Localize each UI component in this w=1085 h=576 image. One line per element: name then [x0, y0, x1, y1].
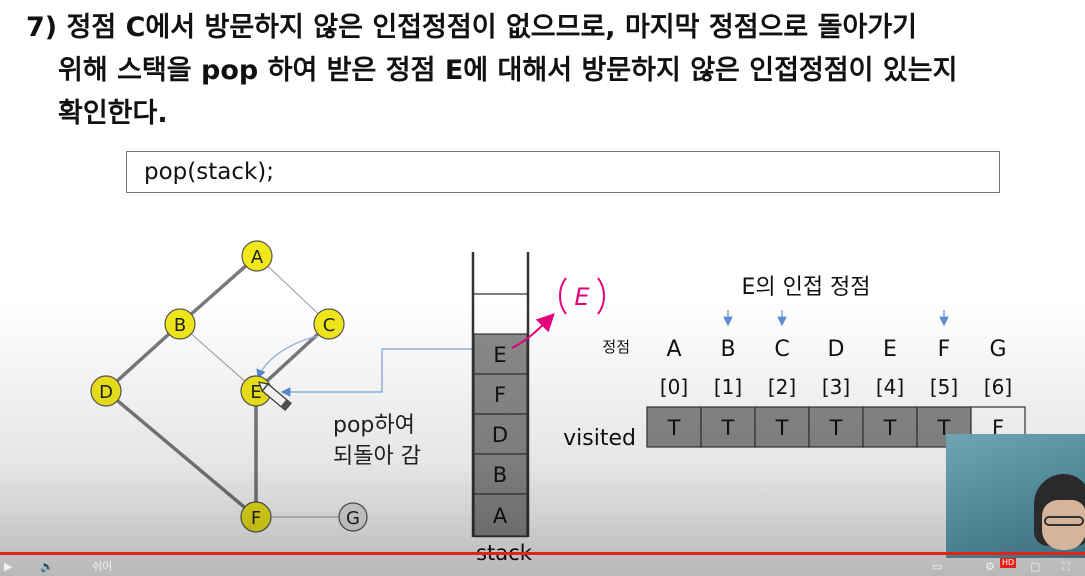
- svg-text:T: T: [775, 416, 789, 440]
- vertex-label: C: [774, 337, 789, 362]
- svg-text:C: C: [323, 315, 336, 336]
- stack-item-d: D: [473, 413, 528, 455]
- video-player-bar[interactable]: ▶ 🔈 쉬어 ▭ ⚙ HD ▢ ⛶: [0, 552, 1085, 576]
- edge-d-f: [104, 389, 258, 519]
- vertex-label: E: [883, 337, 897, 362]
- graph-node-a: A: [241, 240, 273, 272]
- index-label: [6]: [984, 375, 1012, 399]
- svg-text:A: A: [251, 247, 264, 268]
- index-label: [0]: [660, 375, 688, 399]
- vertex-label: D: [828, 337, 845, 362]
- svg-text:E: E: [574, 283, 590, 311]
- miniplayer-icon[interactable]: ▢: [1030, 560, 1041, 573]
- pop-annotation-line-1: pop하여: [333, 413, 415, 438]
- svg-text:D: D: [99, 382, 113, 403]
- stack-item-a: A: [473, 493, 528, 537]
- popped-arrow: [511, 313, 555, 349]
- popped-value: E: [559, 277, 605, 315]
- edge-b-d: [104, 322, 182, 393]
- edge-a-c: [256, 255, 330, 325]
- graph-nodes: A B C D E F G: [90, 240, 368, 533]
- vertex-labels: A B C D E F G: [666, 337, 1006, 362]
- subtitles-icon[interactable]: ▭: [932, 560, 943, 573]
- hd-badge: HD: [1000, 558, 1017, 568]
- player-controls: ▶ 🔈 쉬어 ▭ ⚙ HD ▢ ⛶: [0, 558, 1085, 576]
- svg-text:B: B: [174, 315, 186, 336]
- svg-text:B: B: [493, 463, 507, 487]
- svg-text:T: T: [829, 416, 843, 440]
- stack-item-e: E: [473, 333, 528, 375]
- svg-text:T: T: [667, 416, 681, 440]
- visited-row-label: visited: [563, 426, 636, 451]
- graph-node-d: D: [90, 375, 122, 407]
- edge-c-e: [254, 322, 331, 393]
- visited-cell: T: [646, 406, 702, 448]
- graph-edges: [104, 254, 353, 519]
- index-label: [4]: [876, 375, 904, 399]
- edge-b-e: [179, 323, 257, 392]
- step-line-1: 7) 정점 C에서 방문하지 않은 인접정점이 없으므로, 마지막 정점으로 돌…: [26, 12, 917, 43]
- play-icon[interactable]: ▶: [4, 560, 13, 573]
- settings-icon[interactable]: ⚙: [985, 560, 995, 573]
- svg-text:D: D: [492, 423, 508, 447]
- stack-item-b: B: [473, 453, 528, 495]
- edge-a-b: [178, 254, 259, 326]
- svg-text:F: F: [494, 383, 506, 407]
- pencil-pointer-icon: [258, 381, 292, 412]
- svg-text:T: T: [721, 416, 735, 440]
- visited-cell: T: [862, 406, 918, 448]
- time-display: 쉬어: [92, 560, 113, 573]
- pop-arrow: [280, 348, 474, 397]
- visited-cell: T: [754, 406, 810, 448]
- graph-node-f: F: [240, 501, 272, 533]
- stack-items: E F D B A: [473, 333, 528, 537]
- svg-text:E: E: [250, 382, 261, 403]
- backtrack-arc: [256, 335, 319, 380]
- presenter-glasses: [1044, 516, 1084, 526]
- code-box: pop(stack);: [126, 151, 1000, 193]
- vertex-header-label: 정점: [602, 338, 630, 356]
- svg-text:T: T: [883, 416, 897, 440]
- vertex-label: F: [938, 337, 951, 362]
- vertex-label: A: [666, 337, 681, 362]
- graph-node-g: G: [338, 502, 368, 532]
- adjacent-title: E의 인접 정점: [741, 275, 870, 300]
- step-line-3: 확인한다.: [58, 98, 168, 129]
- vertex-label: B: [720, 337, 735, 362]
- vertex-label: G: [989, 337, 1006, 362]
- visited-cell: T: [808, 406, 864, 448]
- graph-node-b: B: [164, 308, 196, 340]
- adjacent-arrows: [723, 310, 949, 327]
- svg-text:G: G: [346, 508, 360, 529]
- index-label: [1]: [714, 375, 742, 399]
- index-labels: [0] [1] [2] [3] [4] [5] [6]: [660, 375, 1012, 399]
- visited-cell: T: [700, 406, 756, 448]
- index-label: [2]: [768, 375, 796, 399]
- svg-text:F: F: [251, 508, 261, 529]
- webcam-overlay: [946, 434, 1085, 558]
- svg-text:E: E: [493, 343, 506, 367]
- index-label: [5]: [930, 375, 958, 399]
- svg-text:A: A: [493, 504, 508, 528]
- index-label: [3]: [822, 375, 850, 399]
- fullscreen-icon[interactable]: ⛶: [1062, 560, 1070, 573]
- step-description: 7) 정점 C에서 방문하지 않은 인접정점이 없으므로, 마지막 정점으로 돌…: [26, 6, 1076, 135]
- code-text: pop(stack);: [144, 159, 275, 185]
- pop-annotation-line-2: 되돌아 감: [333, 444, 421, 469]
- stack-item-f: F: [473, 373, 528, 415]
- progress-bar[interactable]: [0, 552, 1085, 555]
- graph-node-c: C: [313, 308, 345, 340]
- volume-icon[interactable]: 🔈: [40, 560, 54, 573]
- step-line-2: 위해 스택을 pop 하여 받은 정점 E에 대해서 방문하지 않은 인접정점이…: [58, 55, 958, 86]
